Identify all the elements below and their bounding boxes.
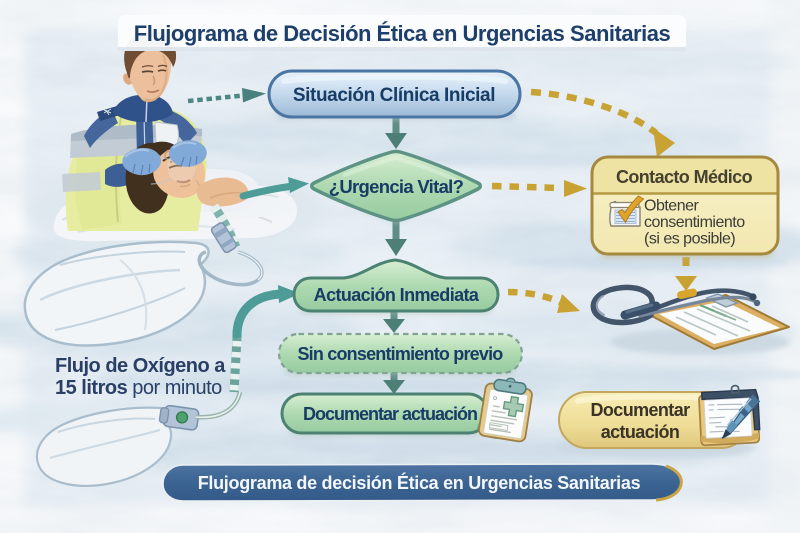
svg-text:Obtener: Obtener bbox=[644, 198, 699, 215]
svg-text:consentimiento: consentimiento bbox=[644, 214, 745, 231]
svg-text:Documentar: Documentar bbox=[590, 400, 690, 420]
svg-text:Actuación Inmediata: Actuación Inmediata bbox=[314, 285, 480, 305]
svg-text:Flujograma de decisión Ética e: Flujograma de decisión Ética en Urgencia… bbox=[198, 472, 641, 493]
svg-text:Situación Clínica Inicial: Situación Clínica Inicial bbox=[293, 85, 495, 106]
svg-text:actuación: actuación bbox=[601, 422, 680, 442]
svg-text:Flujo de Oxígeno a: Flujo de Oxígeno a bbox=[55, 355, 226, 377]
svg-text:Contacto Médico: Contacto Médico bbox=[616, 167, 753, 187]
svg-text:Flujograma de Decisión Ética e: Flujograma de Decisión Ética en Urgencia… bbox=[134, 21, 671, 46]
svg-text:15 litros por minuto: 15 litros por minuto bbox=[55, 377, 222, 399]
svg-text:(si es posible): (si es posible) bbox=[644, 231, 735, 248]
svg-text:¿Urgencia Vital?: ¿Urgencia Vital? bbox=[329, 176, 464, 197]
svg-text:Documentar actuación: Documentar actuación bbox=[303, 404, 477, 424]
svg-text:Sin consentimiento previo: Sin consentimiento previo bbox=[297, 344, 503, 364]
